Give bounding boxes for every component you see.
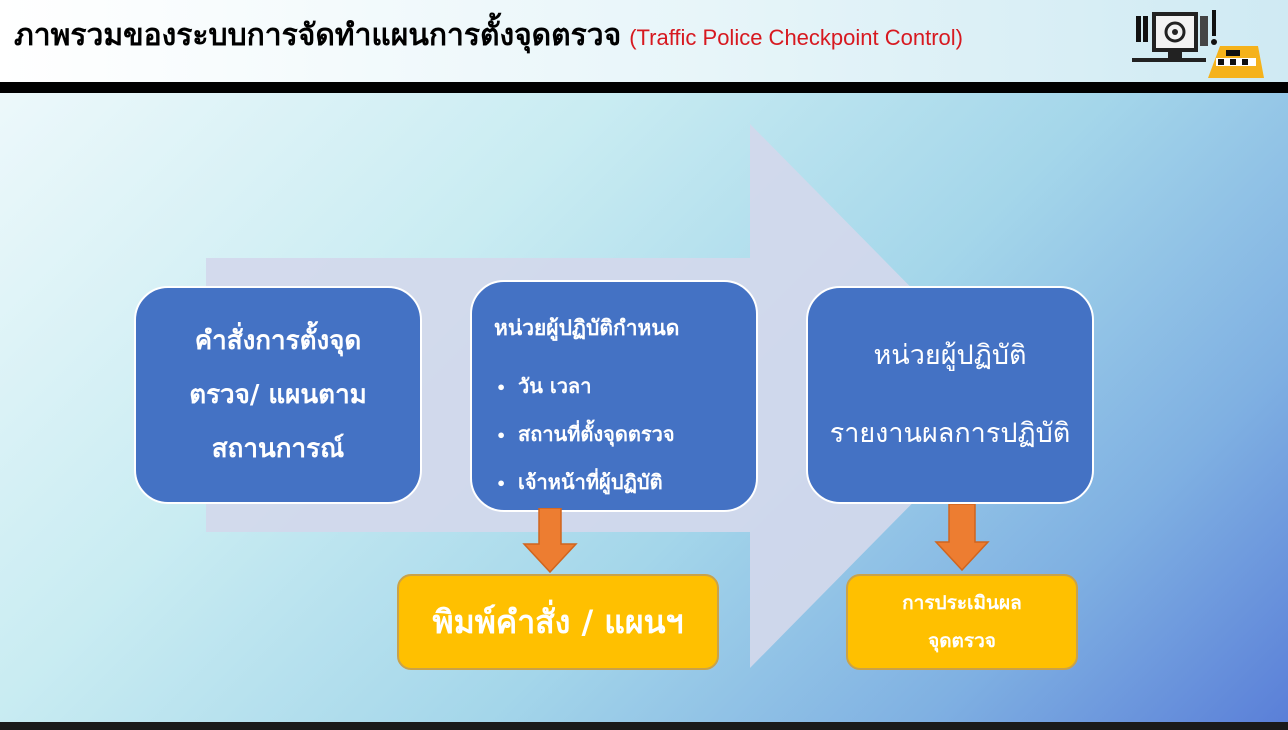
header-divider: [0, 82, 1288, 93]
page-title: ภาพรวมของระบบการจัดทำแผนการตั้งจุดตรวจ (T…: [14, 14, 963, 60]
unit-report-line-2: รายงานผลการปฏิบัติ: [829, 418, 1071, 449]
page-title-thai: ภาพรวมของระบบการจัดทำแผนการตั้งจุดตรวจ: [14, 18, 622, 53]
unit-define-item-location: สถานที่ตั้งจุดตรวจ: [518, 422, 675, 446]
down-arrow-to-print: [522, 508, 578, 574]
page-title-english: (Traffic Police Checkpoint Control): [629, 25, 963, 50]
list-item: • วัน เวลา: [494, 363, 675, 411]
checkpoint-evaluation-line-1: การประเมินผล: [902, 592, 1022, 614]
checkpoint-order-box: คำสั่งการตั้งจุด ตรวจ/ แผนตาม สถานการณ์: [134, 286, 422, 504]
unit-define-item-officers: เจ้าหน้าที่ผู้ปฏิบัติ: [518, 470, 663, 494]
checkpoint-evaluation-line-2: จุดตรวจ: [928, 630, 996, 652]
unit-define-item-date-time: วัน เวลา: [518, 374, 592, 398]
header: ภาพรวมของระบบการจัดทำแผนการตั้งจุดตรวจ (T…: [0, 0, 1288, 82]
unit-report-line-1: หน่วยผู้ปฏิบัติ: [873, 340, 1027, 371]
unit-define-list: • วัน เวลา • สถานที่ตั้งจุดตรวจ • เจ้าหน้าท…: [494, 363, 675, 507]
checkpoint-order-line-2: ตรวจ/ แผนตาม: [189, 380, 367, 410]
bullet-icon: •: [496, 426, 507, 445]
checkpoint-order-line-3: สถานการณ์: [211, 434, 345, 464]
bullet-icon: •: [496, 378, 507, 397]
unit-define-box: หน่วยผู้ปฏิบัติกำหนด • วัน เวลา • สถานที่ต…: [470, 280, 758, 512]
computer-settings-roadblock-icon: [1132, 10, 1264, 78]
down-arrow-to-evaluation: [934, 504, 990, 572]
checkpoint-order-line-1: คำสั่งการตั้งจุด: [194, 326, 362, 356]
checkpoint-evaluation-box: การประเมินผล จุดตรวจ: [846, 574, 1078, 670]
list-item: • เจ้าหน้าที่ผู้ปฏิบัติ: [494, 459, 675, 507]
bullet-icon: •: [496, 474, 507, 493]
unit-define-heading: หน่วยผู้ปฏิบัติกำหนด: [494, 315, 680, 340]
print-order-label: พิมพ์คำสั่ง / แผนฯ: [432, 602, 684, 641]
print-order-box: พิมพ์คำสั่ง / แผนฯ: [397, 574, 719, 670]
unit-report-box: หน่วยผู้ปฏิบัติ รายงานผลการปฏิบัติ: [806, 286, 1094, 504]
list-item: • สถานที่ตั้งจุดตรวจ: [494, 411, 675, 459]
